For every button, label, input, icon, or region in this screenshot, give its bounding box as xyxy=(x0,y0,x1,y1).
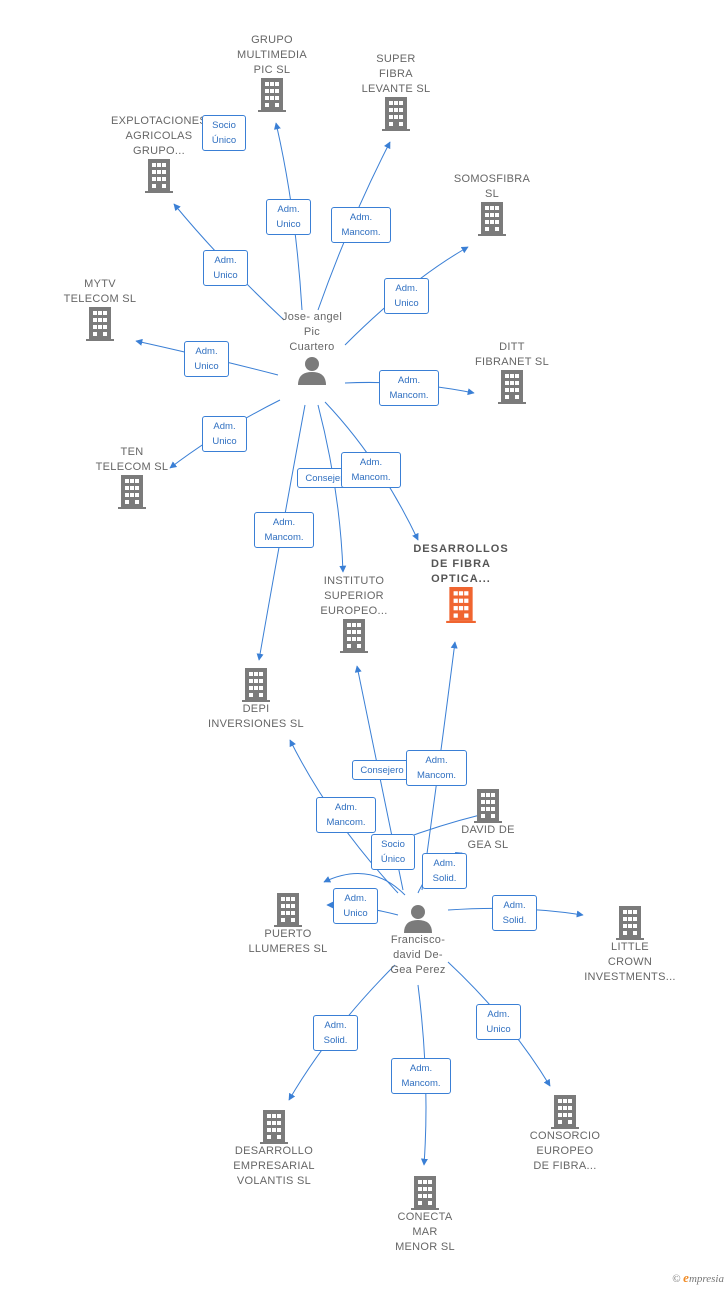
building-icon xyxy=(474,789,502,823)
company-ditt-fibranet[interactable]: DITT FIBRANET SL xyxy=(452,340,572,404)
company-desarrollo-empresarial-volantis[interactable]: DESARROLLO EMPRESARIAL VOLANTIS SL xyxy=(214,1110,334,1189)
relation-label-adm-mancom[interactable]: Adm. Mancom. xyxy=(379,370,439,406)
company-little-crown-investments[interactable]: LITTLE CROWN INVESTMENTS... xyxy=(570,906,690,985)
relation-label-socio-unico[interactable]: Socio Único xyxy=(371,834,415,870)
relation-label-adm-unico[interactable]: Adm. Unico xyxy=(333,888,378,924)
building-icon xyxy=(616,906,644,940)
company-label: EXPLOTACIONES AGRICOLAS GRUPO... xyxy=(111,115,207,157)
person-name: Jose- angel Pic Cuartero xyxy=(281,311,343,353)
relation-label-adm-mancom[interactable]: Adm. Mancom. xyxy=(391,1058,451,1094)
empresia-logo: © empresia xyxy=(672,1270,724,1286)
company-desarrollos-de-fibra-optica[interactable]: DESARROLLOS DE FIBRA OPTICA... xyxy=(396,542,526,623)
building-icon xyxy=(411,1176,439,1210)
building-icon xyxy=(382,97,410,131)
company-label: DESARROLLO EMPRESARIAL VOLANTIS SL xyxy=(233,1145,315,1187)
edge-jose-instituto xyxy=(317,404,347,573)
company-david-de-gea[interactable]: DAVID DE GEA SL xyxy=(428,789,548,853)
relation-label-adm-mancom[interactable]: Adm. Mancom. xyxy=(331,207,391,243)
company-label: GRUPO MULTIMEDIA PIC SL xyxy=(236,34,308,76)
relation-label-adm-solid[interactable]: Adm. Solid. xyxy=(422,853,467,889)
building-icon xyxy=(446,587,476,623)
relation-label-adm-unico[interactable]: Adm. Unico xyxy=(202,416,247,452)
relation-label-adm-mancom[interactable]: Adm. Mancom. xyxy=(254,512,314,548)
brand-e: e xyxy=(683,1270,689,1285)
edge-fran-puerto-a xyxy=(323,873,406,896)
person-francisco-david-de-gea-perez[interactable]: Francisco- david De- Gea Perez xyxy=(368,903,468,978)
company-grupo-multimedia-pic[interactable]: GRUPO MULTIMEDIA PIC SL xyxy=(212,33,332,112)
company-somosfibra[interactable]: SOMOSFIBRA SL xyxy=(432,172,552,236)
building-icon xyxy=(478,202,506,236)
company-depi-inversiones[interactable]: DEPI INVERSIONES SL xyxy=(196,668,316,732)
company-label: DEPI INVERSIONES SL xyxy=(208,703,304,730)
company-label: DAVID DE GEA SL xyxy=(461,824,515,851)
company-label: TEN TELECOM SL xyxy=(95,446,169,473)
relation-label-adm-mancom[interactable]: Adm. Mancom. xyxy=(406,750,467,786)
relation-label-adm-solid[interactable]: Adm. Solid. xyxy=(492,895,537,931)
building-icon xyxy=(274,893,302,927)
building-icon xyxy=(118,475,146,509)
company-super-fibra-levante[interactable]: SUPER FIBRA LEVANTE SL xyxy=(336,52,456,131)
company-label: SOMOSFIBRA SL xyxy=(453,173,531,200)
company-label: MYTV TELECOM SL xyxy=(63,278,137,305)
building-icon xyxy=(551,1095,579,1129)
company-conecta-mar-menor[interactable]: CONECTA MAR MENOR SL xyxy=(365,1176,485,1255)
company-instituto-superior-europeo[interactable]: INSTITUTO SUPERIOR EUROPEO... xyxy=(294,574,414,653)
building-icon xyxy=(145,159,173,193)
building-icon xyxy=(260,1110,288,1144)
relation-label-adm-unico[interactable]: Adm. Unico xyxy=(384,278,429,314)
company-puerto-llumeres[interactable]: PUERTO LLUMERES SL xyxy=(225,893,351,957)
copyright-symbol: © xyxy=(672,1273,681,1285)
person-icon xyxy=(404,905,432,933)
relation-label-socio-unico[interactable]: Socio Único xyxy=(202,115,246,151)
company-label: DITT FIBRANET SL xyxy=(474,341,549,368)
company-explotaciones-agricolas[interactable]: EXPLOTACIONES AGRICOLAS GRUPO... xyxy=(96,114,222,193)
company-label: LITTLE CROWN INVESTMENTS... xyxy=(584,941,676,983)
building-icon xyxy=(242,668,270,702)
person-name: Francisco- david De- Gea Perez xyxy=(390,934,446,976)
building-icon xyxy=(86,307,114,341)
relation-label-adm-mancom[interactable]: Adm. Mancom. xyxy=(316,797,376,833)
building-icon xyxy=(340,619,368,653)
company-label: DESARROLLOS DE FIBRA OPTICA... xyxy=(413,543,509,585)
company-label: SUPER FIBRA LEVANTE SL xyxy=(361,53,431,95)
company-label: PUERTO LLUMERES SL xyxy=(248,928,328,955)
relation-label-adm-mancom[interactable]: Adm. Mancom. xyxy=(341,452,401,488)
relation-label-adm-solid[interactable]: Adm. Solid. xyxy=(313,1015,358,1051)
company-label: CONSORCIO EUROPEO DE FIBRA... xyxy=(529,1130,601,1172)
company-label: CONECTA MAR MENOR SL xyxy=(395,1211,455,1253)
relation-label-adm-unico[interactable]: Adm. Unico xyxy=(476,1004,521,1040)
relation-label-adm-unico[interactable]: Adm. Unico xyxy=(203,250,248,286)
relation-label-adm-unico[interactable]: Adm. Unico xyxy=(184,341,229,377)
person-jose-angel-pic-cuartero[interactable]: Jose- angel Pic Cuartero xyxy=(262,310,362,385)
company-ten-telecom[interactable]: TEN TELECOM SL xyxy=(72,445,192,509)
building-icon xyxy=(258,78,286,112)
company-consorcio-europeo-de-fibra[interactable]: CONSORCIO EUROPEO DE FIBRA... xyxy=(505,1095,625,1174)
brand-name: mpresia xyxy=(688,1273,724,1285)
company-mytv-telecom[interactable]: MYTV TELECOM SL xyxy=(40,277,160,341)
company-label: INSTITUTO SUPERIOR EUROPEO... xyxy=(320,575,388,617)
building-icon xyxy=(498,370,526,404)
person-icon xyxy=(298,357,326,385)
relation-label-consejero[interactable]: Consejero xyxy=(352,760,412,780)
relation-label-adm-unico[interactable]: Adm. Unico xyxy=(266,199,311,235)
